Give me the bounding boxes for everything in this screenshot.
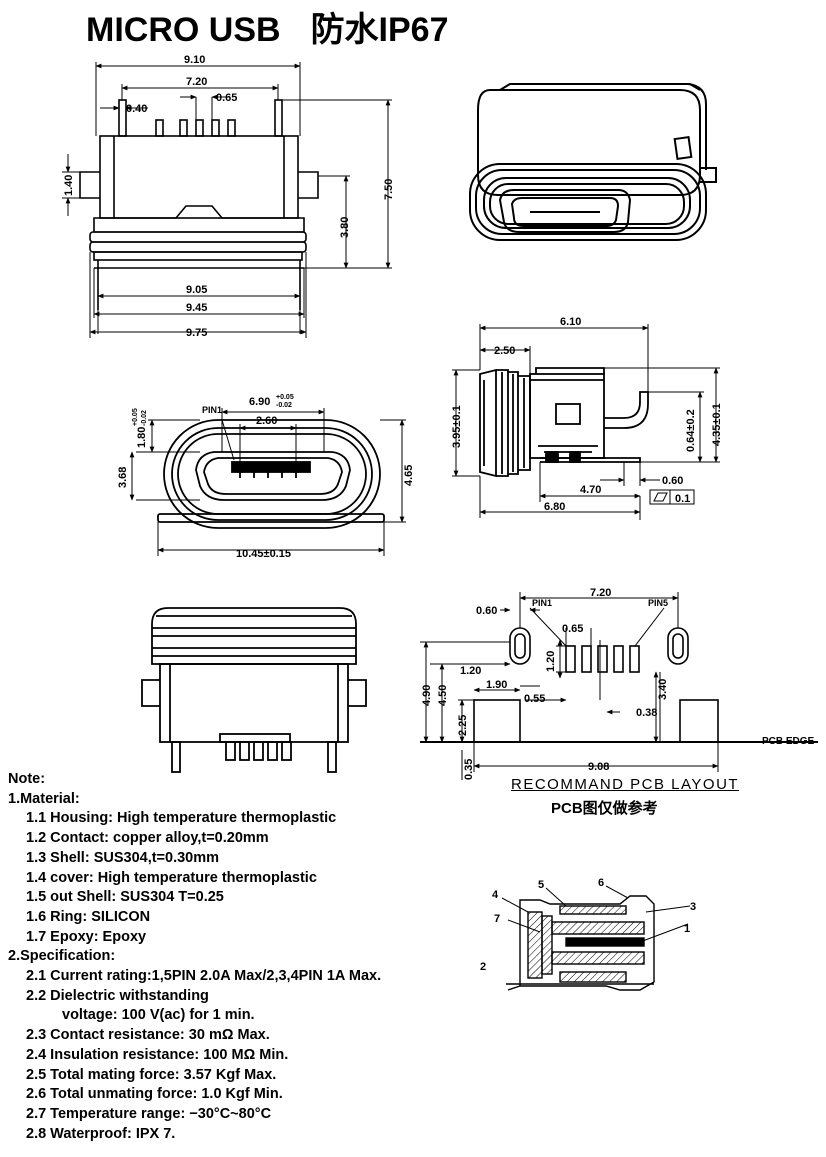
pcb-height-c: 2.25 bbox=[457, 715, 469, 736]
pcb-height-a: 4.90 bbox=[421, 685, 433, 706]
dim-opening-tol-plus: +0.05 bbox=[276, 394, 294, 401]
front-view-labels: PIN1 6.90 +0.05 -0.02 2.60 1.80 +0.05 -0… bbox=[117, 394, 415, 560]
dim-height-right-side: 4.35±0.1 bbox=[711, 403, 723, 446]
spec-item: 2.4 Insulation resistance: 100 MΩ Min. bbox=[26, 1046, 289, 1063]
bottom-view-drawing bbox=[141, 607, 367, 773]
spec-item: 2.3 Contact resistance: 30 mΩ Max. bbox=[26, 1027, 270, 1044]
dim-pin-offset: 0.60 bbox=[662, 475, 683, 487]
pcb-pad-span: 9.08 bbox=[588, 761, 609, 773]
pcb-pin5-label: PIN5 bbox=[648, 598, 668, 608]
pcb-pin-depth: 3.40 bbox=[657, 679, 669, 700]
dim-inner-tol-plus: +0.05 bbox=[132, 408, 139, 426]
section-view-callouts: 1 2 3 4 5 6 7 bbox=[480, 877, 696, 973]
dim-opening-tol-minus: -0.02 bbox=[276, 402, 292, 409]
pcb-edge-label: PCB EDGE bbox=[762, 736, 815, 747]
dim-width-ring: 9.05 bbox=[186, 284, 207, 296]
dim-height-left-side: 3.95±0.1 bbox=[451, 405, 463, 448]
spec-item: 2.7 Temperature range: −30°C~80°C bbox=[26, 1105, 272, 1122]
dim-pin-width: 0.40 bbox=[126, 103, 147, 115]
section-view-drawing bbox=[506, 895, 655, 991]
material-item: 1.1 Housing: High temperature thermoplas… bbox=[26, 810, 337, 827]
material-item: 1.2 Contact: copper alloy,t=0.20mm bbox=[26, 830, 269, 847]
dim-tab-height: 1.40 bbox=[63, 175, 75, 196]
material-item: 1.3 Shell: SUS304,t=0.30mm bbox=[26, 849, 220, 866]
title-main: MICRO USB bbox=[86, 11, 281, 49]
dim-depth-ring: 2.50 bbox=[494, 345, 515, 357]
dim-opening-width: 6.90 bbox=[249, 396, 270, 408]
dim-pin-pitch: 0.65 bbox=[216, 92, 237, 104]
spec-item: 2.2 Dielectric withstanding bbox=[26, 987, 209, 1004]
dim-height-pin: 0.64±0.2 bbox=[685, 409, 697, 452]
callout-4: 4 bbox=[492, 889, 499, 901]
dim-height-total: 7.50 bbox=[383, 179, 395, 200]
top-view-dimensions bbox=[62, 62, 392, 338]
top-view-labels: 9.10 7.20 0.40 0.65 1.40 3.80 7.50 9.05 … bbox=[63, 54, 395, 339]
spec-item: 2.6 Total unmating force: 1.0 Kgf Min. bbox=[26, 1086, 283, 1103]
pcb-edge-offset: 0.35 bbox=[463, 759, 475, 780]
spec-item: 2.8 Waterproof: IPX 7. bbox=[26, 1125, 176, 1142]
dim-outer-height-right: 4.65 bbox=[403, 465, 415, 486]
dim-outer-height-left: 3.68 bbox=[117, 467, 129, 488]
title-sub: 防水IP67 bbox=[310, 11, 449, 49]
dim-inner-width: 2.60 bbox=[256, 415, 277, 427]
top-view-drawing bbox=[79, 99, 319, 310]
isometric-view-drawing bbox=[469, 83, 717, 241]
pcb-height-b: 4.50 bbox=[437, 685, 449, 706]
callout-6: 6 bbox=[598, 877, 604, 889]
section-view-leaders bbox=[501, 885, 691, 943]
page-title: MICRO USB 防水IP67 bbox=[86, 2, 449, 51]
callout-2: 2 bbox=[480, 961, 486, 973]
pcb-layout-drawing bbox=[420, 627, 818, 743]
side-view-drawing bbox=[479, 367, 649, 478]
pcb-pin1-label: PIN1 bbox=[532, 598, 552, 608]
notes-heading: Note: bbox=[8, 771, 46, 787]
pcb-slot-width: 0.60 bbox=[476, 605, 497, 617]
dim-width-mid: 9.45 bbox=[186, 302, 207, 314]
material-item: 1.7 Epoxy: Epoxy bbox=[26, 928, 147, 945]
pcb-pad-offset: 1.90 bbox=[486, 679, 507, 691]
dim-width-base: 9.75 bbox=[186, 327, 207, 339]
material-item: 1.6 Ring: SILICON bbox=[26, 908, 151, 925]
pcb-pad-height-2: 1.20 bbox=[545, 651, 557, 672]
pcb-layout-caption-cn: PCB图仅做参考 bbox=[551, 800, 658, 817]
side-view-labels: 6.10 2.50 3.95±0.1 0.64±0.2 4.35±0.1 0.6… bbox=[451, 316, 723, 513]
dim-overall-length: 6.80 bbox=[544, 501, 565, 513]
callout-1: 1 bbox=[684, 923, 690, 935]
side-view-dimensions bbox=[452, 324, 720, 520]
pcb-layout-caption: RECOMMAND PCB LAYOUT bbox=[511, 776, 740, 793]
pcb-layout-dimensions bbox=[420, 592, 719, 780]
spec-heading: 2.Specification: bbox=[8, 948, 116, 965]
dim-inner-tol-minus: -0.02 bbox=[141, 410, 148, 426]
notes-block: Note: 1.Material: 1.1 Housing: High temp… bbox=[8, 770, 448, 1144]
pcb-pitch: 0.65 bbox=[562, 623, 583, 635]
spec-item-continuation: voltage: 100 V(ac) for 1 min. bbox=[62, 1007, 255, 1024]
dim-pin-span: 7.20 bbox=[186, 76, 207, 88]
callout-7: 7 bbox=[494, 913, 500, 925]
dim-base-length: 4.70 bbox=[580, 484, 601, 496]
pcb-span: 7.20 bbox=[590, 587, 611, 599]
dim-width-overall: 9.10 bbox=[184, 54, 205, 66]
callout-5: 5 bbox=[538, 879, 544, 891]
pcb-pad-height: 1.20 bbox=[460, 665, 481, 677]
dim-overall-width: 10.45±0.15 bbox=[236, 548, 291, 560]
pcb-layout-labels: 7.20 PIN1 PIN5 0.60 0.65 1.20 1.20 1.90 … bbox=[421, 587, 815, 780]
spec-item: 2.5 Total mating force: 3.57 Kgf Max. bbox=[26, 1066, 277, 1083]
spec-item: 2.1 Current rating:1,5PIN 2.0A Max/2,3,4… bbox=[26, 968, 382, 985]
dim-depth-total: 6.10 bbox=[560, 316, 581, 328]
front-pin1-label: PIN1 bbox=[202, 405, 222, 415]
material-item: 1.5 out Shell: SUS304 T=0.25 bbox=[26, 889, 224, 906]
pcb-pin-pad-width: 0.38 bbox=[636, 707, 657, 719]
material-heading: 1.Material: bbox=[8, 790, 80, 807]
dim-inner-height: 1.80 bbox=[136, 427, 148, 448]
pcb-pad-gap: 0.55 bbox=[524, 693, 545, 705]
front-view-drawing bbox=[157, 419, 385, 529]
front-view-dimensions bbox=[129, 408, 406, 556]
material-item: 1.4 cover: High temperature thermoplasti… bbox=[26, 869, 317, 886]
callout-3: 3 bbox=[690, 901, 696, 913]
dim-height-partial: 3.80 bbox=[339, 217, 351, 238]
dim-flatness: 0.1 bbox=[675, 493, 690, 505]
